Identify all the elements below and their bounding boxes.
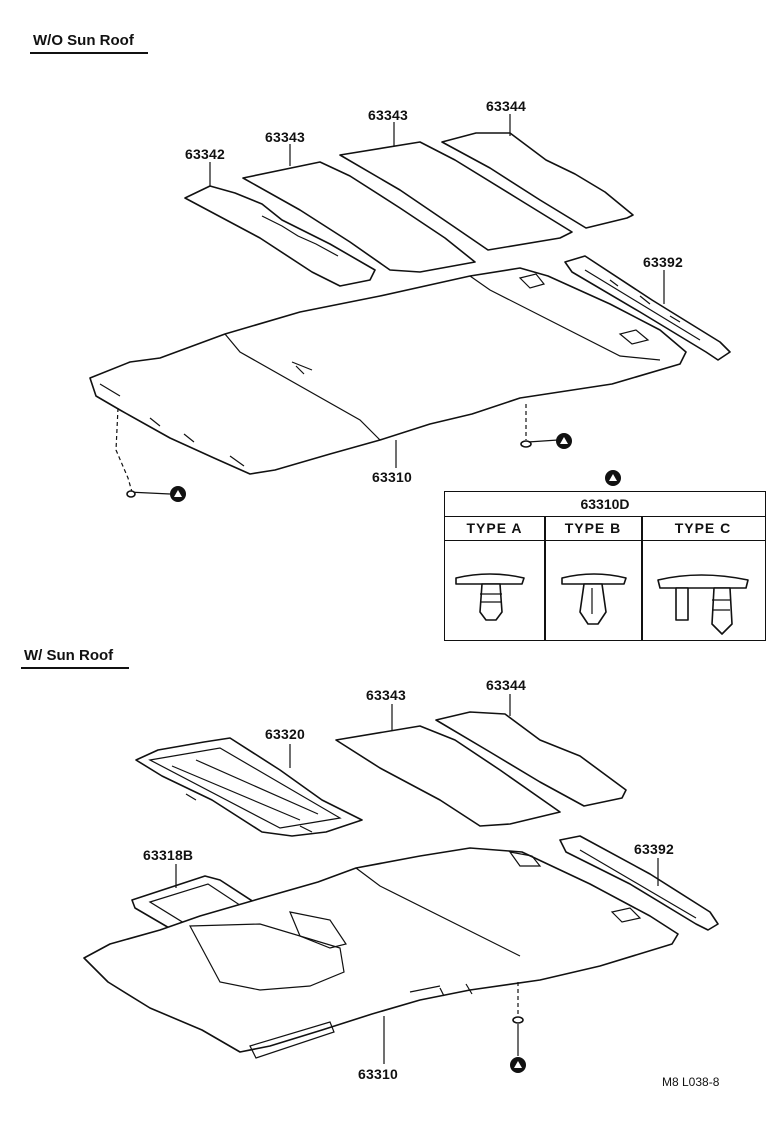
part-63310-headliner-top: [89, 267, 687, 475]
table-divider: [641, 516, 643, 640]
label-63344: 63344: [486, 98, 526, 114]
label-63343-b: 63343: [368, 107, 408, 123]
part-63343-pad-bottom: [335, 725, 561, 827]
section-underline: [21, 667, 129, 669]
part-63310-headliner-bottom: [83, 847, 679, 1053]
section-underline: [30, 52, 148, 54]
label-63343-a: 63343: [265, 129, 305, 145]
part-63392-rail-bottom: [559, 835, 719, 931]
clip-type-c-label: TYPE C: [674, 520, 732, 536]
clip-type-header-row: TYPE A TYPE B TYPE C: [445, 516, 765, 541]
label-63344-bottom: 63344: [486, 677, 526, 693]
part-63342-pad: [184, 185, 376, 287]
part-63343-pad-a: [242, 161, 476, 273]
clip-type-a-label: TYPE A: [466, 520, 523, 536]
clip-type-table: 63310D TYPE A TYPE B TYPE C: [444, 491, 766, 641]
part-63344-pad: [441, 132, 634, 229]
label-63310: 63310: [372, 469, 412, 485]
part-63343-pad-b: [339, 141, 573, 251]
clip-type-c-drawing: [657, 574, 749, 589]
table-divider: [544, 516, 546, 640]
section-title-with-sunroof: W/ Sun Roof: [24, 647, 114, 664]
triangle-in-circle-icon: [605, 470, 621, 486]
triangle-in-circle-icon: [170, 486, 186, 502]
part-63344-pad-bottom: [435, 711, 627, 807]
label-63320: 63320: [265, 726, 305, 742]
clip-part-number: 63310D: [445, 492, 765, 517]
clip-type-a-drawing: [455, 573, 525, 585]
label-63342: 63342: [185, 146, 225, 162]
label-63392-bottom: 63392: [634, 841, 674, 857]
section-title-without-sunroof: W/O Sun Roof: [33, 32, 134, 49]
label-63310-bottom: 63310: [358, 1066, 398, 1082]
triangle-in-circle-icon: [556, 433, 572, 449]
drawing-code: M8 L038-8: [662, 1075, 720, 1089]
clip-type-b-label: TYPE B: [564, 520, 622, 536]
label-63343-bottom: 63343: [366, 687, 406, 703]
label-63318b: 63318B: [143, 847, 194, 863]
label-63392: 63392: [643, 254, 683, 270]
part-63320-sunroof-frame: [135, 737, 363, 837]
triangle-in-circle-icon: [510, 1057, 526, 1073]
clip-type-b-drawing: [561, 573, 627, 585]
